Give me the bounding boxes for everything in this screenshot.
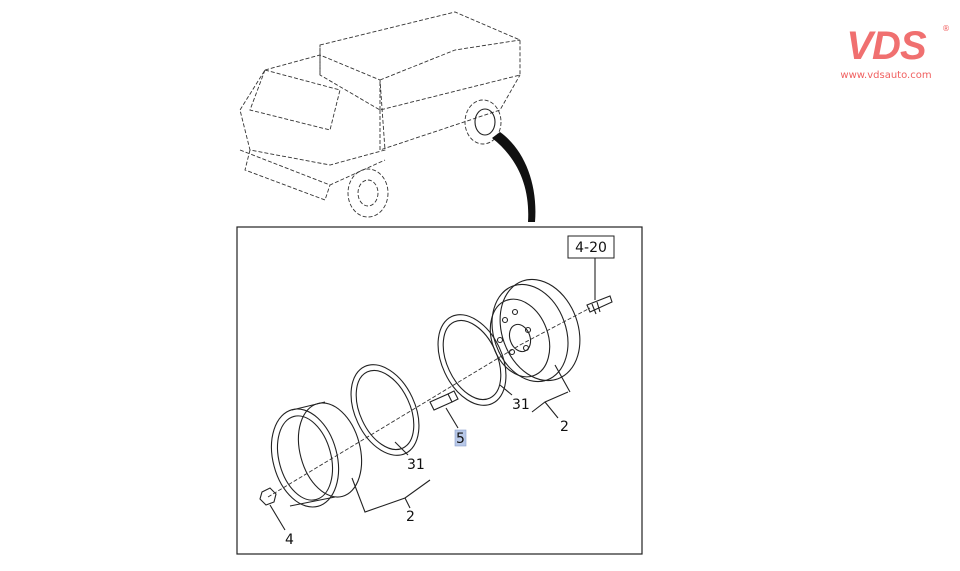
callout-inner-seal[interactable]: 31	[512, 397, 530, 413]
callout-ref[interactable]: 4-20	[575, 240, 607, 256]
logo-brand: VDS	[846, 24, 926, 68]
truck-illustration	[239, 11, 536, 222]
inner-seal-ring	[437, 314, 507, 406]
callout-outer-wheel[interactable]: 2	[406, 509, 415, 525]
stud-highlight	[454, 429, 467, 447]
vds-logo: VDS ® www.vdsauto.com	[826, 24, 950, 81]
pointer-arrow	[492, 132, 536, 222]
callout-nut[interactable]: 4	[285, 532, 294, 548]
registered-mark: ®	[942, 24, 950, 33]
ref-box	[567, 235, 615, 259]
inner-wheel	[489, 278, 581, 383]
callout-outer-seal[interactable]: 31	[407, 457, 425, 473]
logo-url: www.vdsauto.com	[840, 70, 932, 81]
outer-wheel	[270, 401, 363, 508]
outer-seal-ring	[350, 364, 420, 456]
valve-stem	[586, 295, 613, 315]
wheel-nut	[259, 487, 277, 506]
callout-inner-wheel[interactable]: 2	[560, 419, 569, 435]
detail-frame	[236, 226, 643, 555]
callout-stud[interactable]: 5	[456, 431, 465, 447]
wheel-stud	[429, 390, 459, 411]
